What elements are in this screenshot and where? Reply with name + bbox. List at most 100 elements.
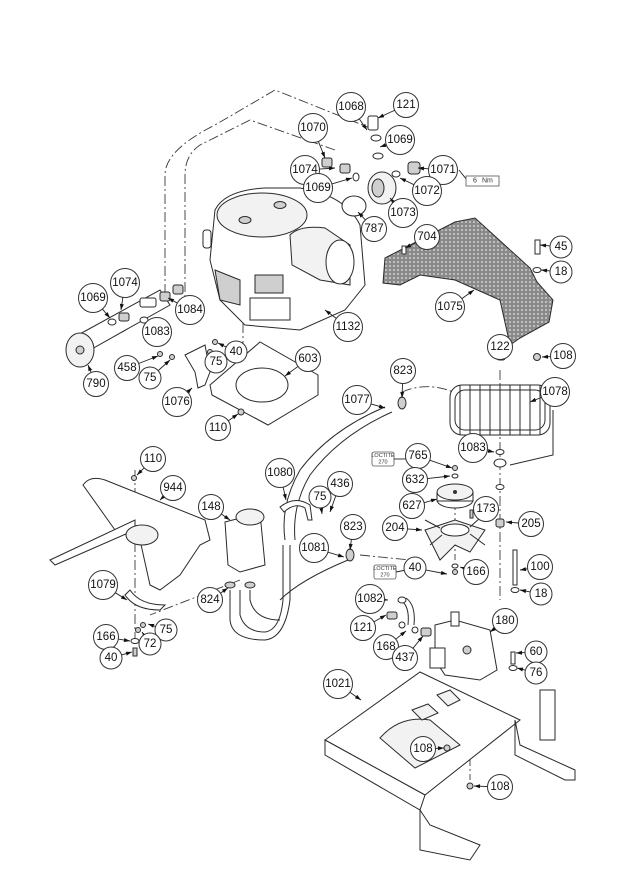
callout-nut[interactable]: 108	[473, 774, 513, 800]
callout-hose-clamp[interactable]: 823	[340, 514, 366, 551]
callout-oil-filter-adapter[interactable]: 1073	[388, 197, 418, 228]
callout-screw[interactable]: 765	[405, 443, 453, 469]
callout-o-ring[interactable]: 1072	[399, 176, 442, 206]
strap[interactable]	[124, 589, 167, 611]
callout-balloon[interactable]	[160, 475, 186, 501]
callout-washer[interactable]: 18	[540, 260, 573, 284]
callout-nut[interactable]: 108	[541, 343, 576, 369]
callout-balloon[interactable]	[336, 92, 366, 122]
clamp[interactable]	[279, 500, 313, 521]
callout-balloon[interactable]	[198, 494, 224, 520]
callout-balloon[interactable]	[403, 556, 427, 580]
callout-washer[interactable]: 632	[402, 467, 451, 493]
callout-o-ring[interactable]: 1083	[458, 433, 495, 463]
callout-balloon[interactable]	[355, 584, 385, 614]
callout-washer[interactable]: 75	[308, 485, 332, 515]
callout-balloon[interactable]	[487, 774, 513, 800]
callout-balloon[interactable]	[399, 493, 425, 519]
callout-balloon[interactable]	[298, 113, 328, 143]
callout-balloon[interactable]	[549, 235, 573, 259]
callout-o-ring[interactable]: 1083	[142, 317, 172, 347]
callout-screw[interactable]: 704	[404, 224, 440, 250]
callout-balloon[interactable]	[550, 343, 576, 369]
callout-balloon[interactable]	[428, 155, 458, 185]
callout-balloon[interactable]	[529, 582, 553, 606]
frame-guard[interactable]	[49, 475, 211, 591]
callout-banjo-bolt[interactable]: 121	[377, 92, 419, 119]
callout-washer[interactable]: 18	[519, 582, 553, 606]
callout-balloon[interactable]	[414, 224, 440, 250]
callout-balloon[interactable]	[435, 292, 465, 322]
callout-washer[interactable]: 75	[204, 350, 228, 374]
callout-washer[interactable]: 166	[93, 624, 131, 650]
callout-balloon[interactable]	[78, 283, 108, 313]
callout-nut[interactable]: 108	[410, 736, 445, 762]
callout-balloon[interactable]	[175, 295, 205, 325]
callout-balloon[interactable]	[323, 669, 353, 699]
callout-hose-clamp[interactable]: 823	[390, 358, 416, 399]
callout-balloon[interactable]	[110, 268, 140, 298]
engine[interactable]	[202, 187, 366, 331]
callout-fan[interactable]: 204	[382, 515, 423, 541]
callout-balloon[interactable]	[224, 340, 248, 364]
callout-balloon[interactable]	[340, 514, 366, 540]
callout-screw[interactable]: 458	[114, 355, 159, 381]
bracket[interactable]	[184, 344, 211, 389]
callout-balloon[interactable]	[390, 358, 416, 384]
callout-nut[interactable]: 110	[136, 446, 166, 476]
callout-engine[interactable]: 1132	[324, 309, 363, 342]
callout-elbow-fitting[interactable]: 1082	[355, 584, 389, 614]
oil-filter-adapter-group[interactable]	[321, 115, 421, 217]
callout-fitting[interactable]: 1074	[110, 268, 140, 311]
callout-bolt[interactable]: 100	[519, 554, 553, 580]
callout-balloon[interactable]	[518, 511, 544, 537]
callout-balloon[interactable]	[140, 446, 166, 472]
callout-balloon[interactable]	[361, 216, 387, 242]
callout-balloon[interactable]	[393, 92, 419, 118]
callout-banjo-bolt[interactable]: 121	[350, 614, 387, 641]
callout-balloon[interactable]	[549, 260, 573, 284]
chassis-frame[interactable]	[324, 671, 576, 861]
callout-balloon[interactable]	[99, 646, 123, 670]
callout-bolt[interactable]: 45	[539, 235, 573, 259]
callout-oil-filter[interactable]: 790	[83, 364, 109, 397]
callout-balloon[interactable]	[308, 485, 332, 509]
callout-balloon[interactable]	[327, 471, 353, 497]
callout-screw[interactable]: 436	[327, 471, 353, 513]
callout-pulley[interactable]: 627	[399, 493, 438, 519]
callout-fitting[interactable]: 205	[505, 511, 544, 537]
callout-balloon[interactable]	[540, 377, 570, 407]
callout-balloon[interactable]	[204, 350, 228, 374]
callout-balloon[interactable]	[138, 366, 162, 390]
callout-washer[interactable]: 75	[138, 359, 171, 390]
callout-key[interactable]: 173	[473, 496, 499, 522]
callout-balloon[interactable]	[388, 198, 418, 228]
callout-clamp[interactable]: 1080	[265, 458, 295, 501]
callout-oil-cooler-coil[interactable]: 1078	[529, 377, 570, 407]
callout-hose-clamp[interactable]: 824	[197, 587, 229, 613]
callout-bracket[interactable]: 1076	[162, 387, 193, 417]
callout-washer[interactable]: 166	[459, 559, 489, 585]
callout-balloon[interactable]	[162, 387, 192, 417]
callout-balloon[interactable]	[138, 632, 162, 656]
callout-hose[interactable]: 1077	[342, 385, 386, 415]
callout-bolt[interactable]: 40	[99, 646, 133, 670]
callout-bolt[interactable]: 60	[515, 640, 548, 664]
callout-balloon[interactable]	[303, 173, 333, 203]
callout-balloon[interactable]	[487, 334, 513, 360]
callout-o-ring[interactable]: 1069	[303, 173, 353, 203]
callout-balloon[interactable]	[333, 312, 363, 342]
callout-balloon[interactable]	[265, 458, 295, 488]
callout-balloon[interactable]	[299, 533, 329, 563]
callout-balloon[interactable]	[114, 355, 140, 381]
callout-fitting[interactable]: 437	[392, 635, 424, 671]
callout-o-ring[interactable]: 1069	[379, 125, 415, 155]
oil-cooler-coil[interactable]	[449, 347, 554, 490]
callout-balloon[interactable]	[473, 496, 499, 522]
callout-balloon[interactable]	[295, 346, 321, 372]
callout-balloon[interactable]	[350, 615, 376, 641]
callout-balloon[interactable]	[382, 515, 408, 541]
reservoir[interactable]	[224, 508, 349, 641]
hydraulic-motor[interactable]	[429, 611, 498, 681]
hose-upper[interactable]	[283, 406, 386, 541]
